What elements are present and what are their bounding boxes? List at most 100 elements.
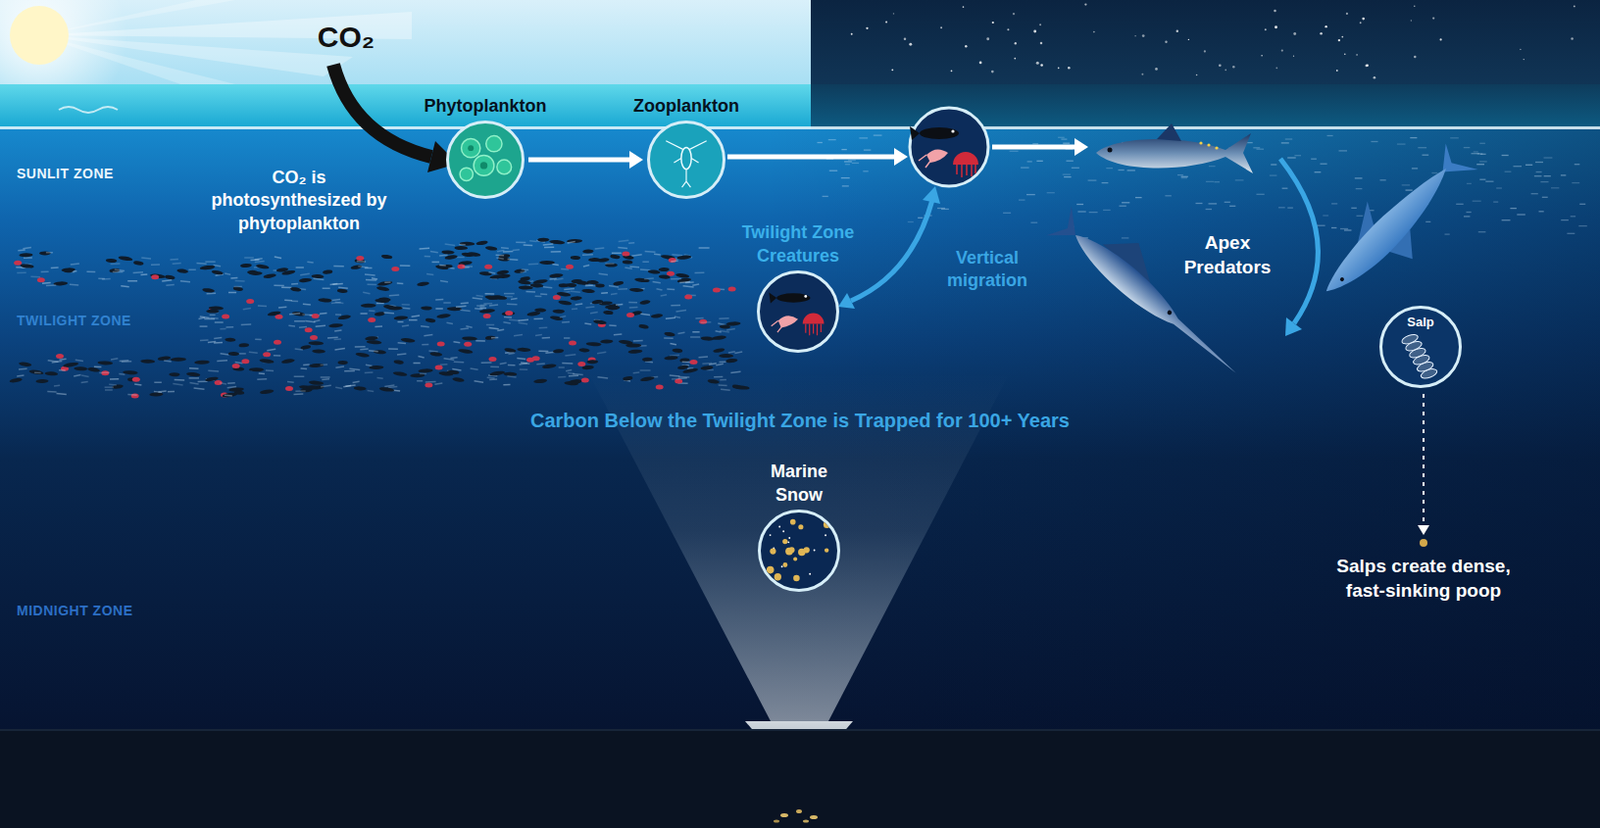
- fish-school: [366, 340, 383, 346]
- fish-school: [568, 375, 579, 378]
- co2-arrow: [333, 64, 458, 173]
- stars: [1293, 55, 1295, 57]
- fish-school: [608, 324, 616, 327]
- fish-school: [489, 356, 498, 362]
- fish-school: [534, 307, 547, 312]
- stars: [1260, 54, 1262, 56]
- fish-school: [443, 301, 451, 304]
- fish-school: [1285, 138, 1293, 140]
- fish-school: [319, 312, 327, 315]
- fish-school: [219, 328, 226, 331]
- fish-school: [360, 312, 368, 315]
- fish-school: [401, 325, 409, 327]
- fish-school: [1009, 150, 1019, 152]
- fish-school: [669, 374, 681, 377]
- stars: [1519, 49, 1521, 50]
- salp-circle: Salp: [1379, 305, 1462, 389]
- fish-school: [1205, 208, 1212, 210]
- fish-school: [1473, 150, 1479, 152]
- fish-school: [267, 310, 282, 317]
- fish-school: [46, 284, 56, 287]
- fish-school: [149, 392, 163, 398]
- fish-school: [315, 325, 326, 328]
- seafloor: [773, 820, 780, 824]
- surface-creatures-circle: [926, 149, 949, 163]
- seafloor: [796, 809, 802, 814]
- fish-school: [558, 366, 565, 369]
- fish-school: [593, 319, 607, 326]
- stars: [1361, 17, 1365, 21]
- fish-school: [1350, 207, 1357, 209]
- fish-school: [570, 255, 581, 260]
- stars: [1338, 39, 1341, 42]
- fish-school: [1405, 189, 1413, 191]
- fish-school: [1480, 153, 1487, 155]
- fish-school: [457, 348, 474, 354]
- fish-school: [439, 264, 447, 267]
- fish-school: [105, 258, 118, 264]
- fish-school: [937, 207, 946, 209]
- fish-school: [335, 313, 342, 316]
- fish-school: [1431, 172, 1438, 174]
- fish-school: [459, 309, 470, 311]
- fish-school: [97, 360, 113, 366]
- fish-school: [344, 370, 355, 373]
- fish-school: [507, 364, 516, 367]
- fish-school: [1445, 233, 1450, 235]
- fish-school: [432, 261, 441, 264]
- fish-school: [1127, 169, 1136, 171]
- fish-school: [425, 317, 437, 323]
- stars: [850, 2, 1576, 79]
- fish-school: [368, 309, 375, 312]
- stars: [962, 5, 965, 8]
- fish-school: [458, 244, 465, 247]
- fish-school: [715, 363, 724, 366]
- fish-school: [349, 368, 360, 370]
- salp-sinking-arrow: [1419, 539, 1428, 548]
- fish-school: [1560, 219, 1569, 221]
- fish-school: [550, 315, 564, 322]
- fish-school: [1535, 161, 1544, 163]
- fish-school: [1466, 211, 1472, 213]
- fish-school: [670, 260, 678, 262]
- fish-school: [127, 394, 137, 397]
- fish-school: [41, 271, 50, 274]
- fish-school: [389, 294, 400, 297]
- fish-school: [617, 247, 628, 250]
- fish-school: [1344, 229, 1352, 231]
- fish-school: [1310, 158, 1317, 160]
- creature-circle: Twilight Zone Creatures: [756, 270, 840, 353]
- fish-school: [700, 336, 715, 342]
- fish-school: [313, 320, 320, 323]
- fish-school: [421, 344, 429, 347]
- fish-school: [663, 355, 678, 361]
- water: [0, 128, 1600, 731]
- fish-school: [565, 369, 572, 371]
- circle-art: [802, 313, 825, 325]
- fish-school: [161, 280, 172, 282]
- fish-school: [483, 313, 492, 319]
- fish-school: [330, 284, 339, 286]
- fish-school: [254, 260, 265, 262]
- fish-school: [848, 159, 856, 161]
- fish-school: [715, 331, 722, 333]
- fish-school: [150, 273, 166, 280]
- fish-school: [163, 360, 172, 362]
- fish-school: [1479, 143, 1486, 145]
- fish-school: [645, 250, 656, 253]
- fish-school: [622, 376, 634, 382]
- fish-school: [398, 321, 404, 324]
- fish-school: [273, 284, 284, 287]
- fish-school: [1463, 147, 1471, 149]
- fish-school: [172, 383, 183, 386]
- salp-sinking-arrow: [1422, 394, 1425, 526]
- fish-school: [58, 369, 66, 372]
- fish-school: [472, 298, 483, 300]
- fish-school: [558, 283, 569, 288]
- fish-school: [557, 376, 566, 379]
- fish-school: [1531, 193, 1539, 195]
- fish-school: [294, 375, 305, 378]
- fish-school: [726, 329, 736, 331]
- stars: [1319, 32, 1323, 36]
- fish-school: [1287, 206, 1294, 208]
